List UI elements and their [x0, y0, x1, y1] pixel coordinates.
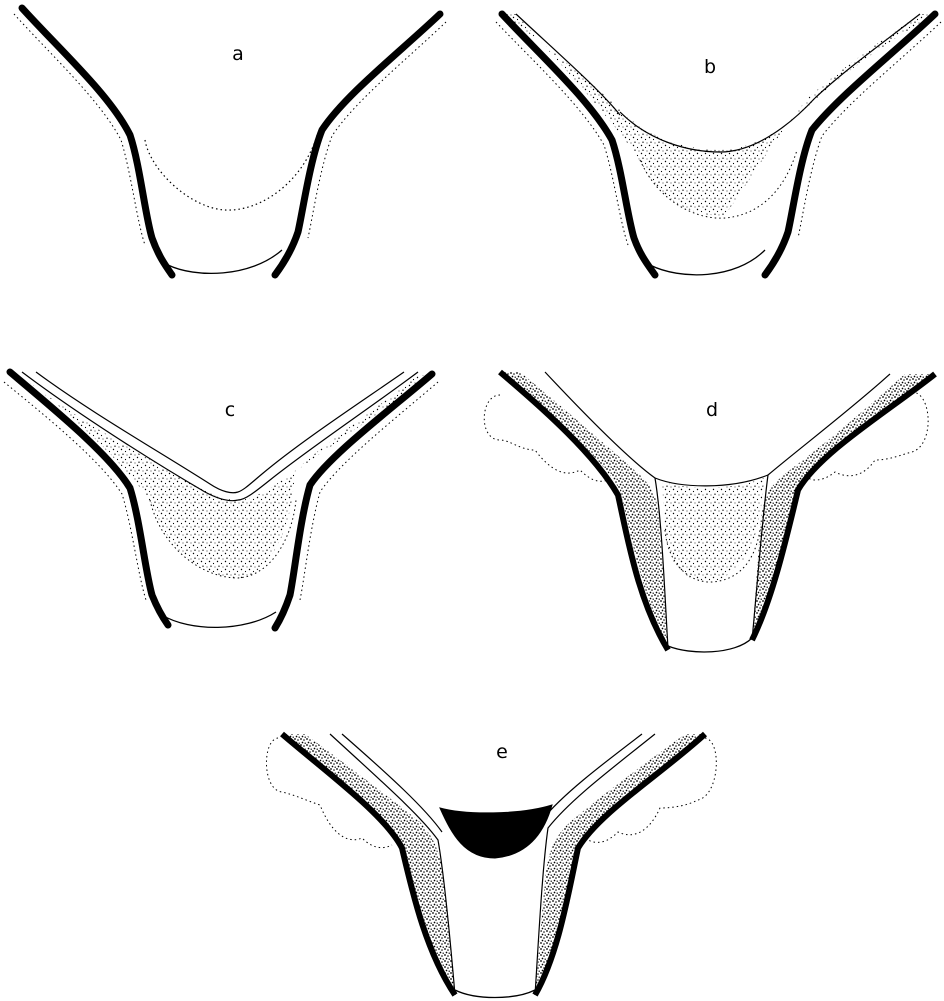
- panel-d-label: d: [706, 399, 718, 421]
- panel-e-right-band: [535, 734, 705, 995]
- panel-a-right-dotted: [308, 22, 446, 238]
- panel-b: b: [496, 14, 941, 275]
- panel-c-left-wall: [10, 372, 168, 625]
- panel-e-black-core: [440, 805, 552, 858]
- panel-a-label: a: [232, 43, 244, 65]
- panel-d: d: [484, 372, 935, 652]
- panel-b-bottom-arc: [650, 250, 765, 275]
- panel-e-right-scallops: [588, 738, 716, 842]
- panel-b-right-wall: [765, 14, 935, 275]
- panel-c-right-layer1: [238, 372, 418, 500]
- panel-b-label: b: [704, 56, 716, 78]
- panel-e: e: [266, 734, 716, 998]
- panel-a: a: [14, 8, 446, 275]
- panel-b-stipple: [502, 14, 935, 215]
- panel-e-left-band: [282, 734, 455, 995]
- panel-a-left-wall: [22, 8, 172, 275]
- panel-c-right-wall: [275, 374, 432, 628]
- panel-e-bottom-arc: [455, 990, 535, 998]
- panel-c-bottom-arc: [162, 612, 276, 627]
- panel-d-right-scallops: [808, 392, 928, 480]
- panel-d-center-stipple: [662, 478, 764, 582]
- panel-a-inner-dotted: [145, 132, 318, 210]
- panel-c: c: [4, 372, 438, 628]
- panel-a-right-wall: [275, 14, 440, 275]
- panel-a-bottom-arc: [168, 250, 282, 273]
- panel-e-label: e: [496, 741, 508, 763]
- panel-d-bottom-arc: [668, 638, 752, 652]
- panel-c-label: c: [225, 399, 235, 421]
